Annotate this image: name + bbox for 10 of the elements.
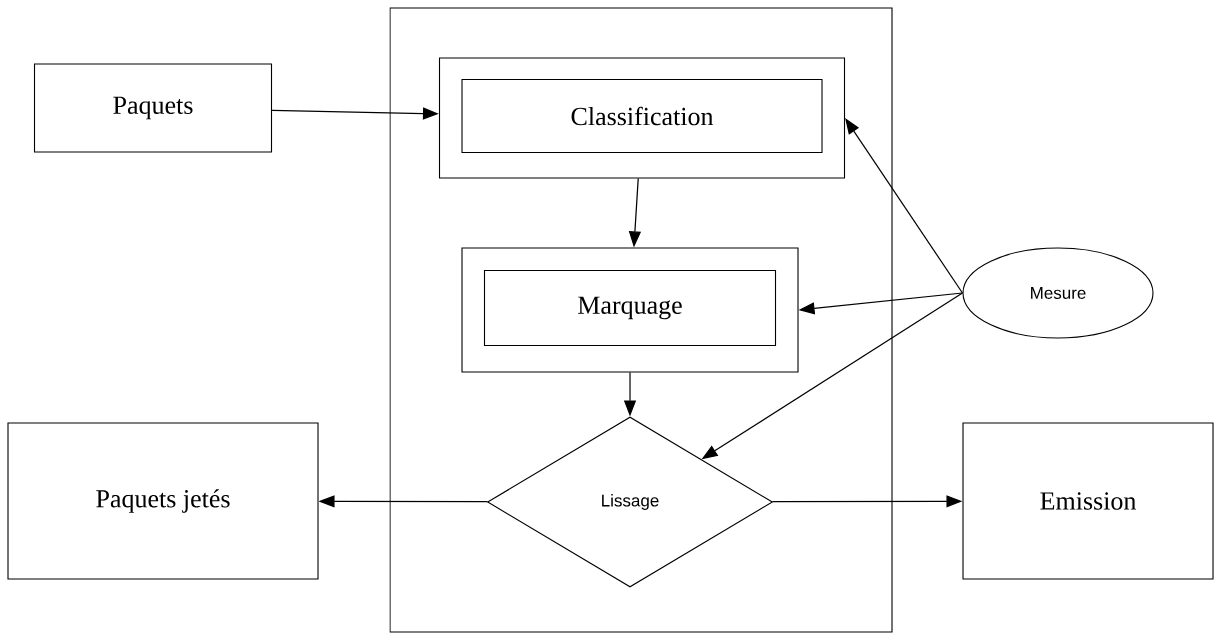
process-box: Paquets jetés bbox=[7, 422, 319, 580]
process-box: Marquage bbox=[483, 269, 777, 347]
process-box: Classification bbox=[461, 78, 823, 154]
frame-box bbox=[389, 7, 893, 633]
process-box: Paquets bbox=[33, 63, 273, 153]
arrow bbox=[845, 118, 964, 294]
process-box bbox=[438, 57, 846, 179]
ellipse-node: Mesure bbox=[962, 247, 1154, 339]
process-box: Emission bbox=[962, 422, 1214, 580]
process-box bbox=[461, 247, 799, 373]
